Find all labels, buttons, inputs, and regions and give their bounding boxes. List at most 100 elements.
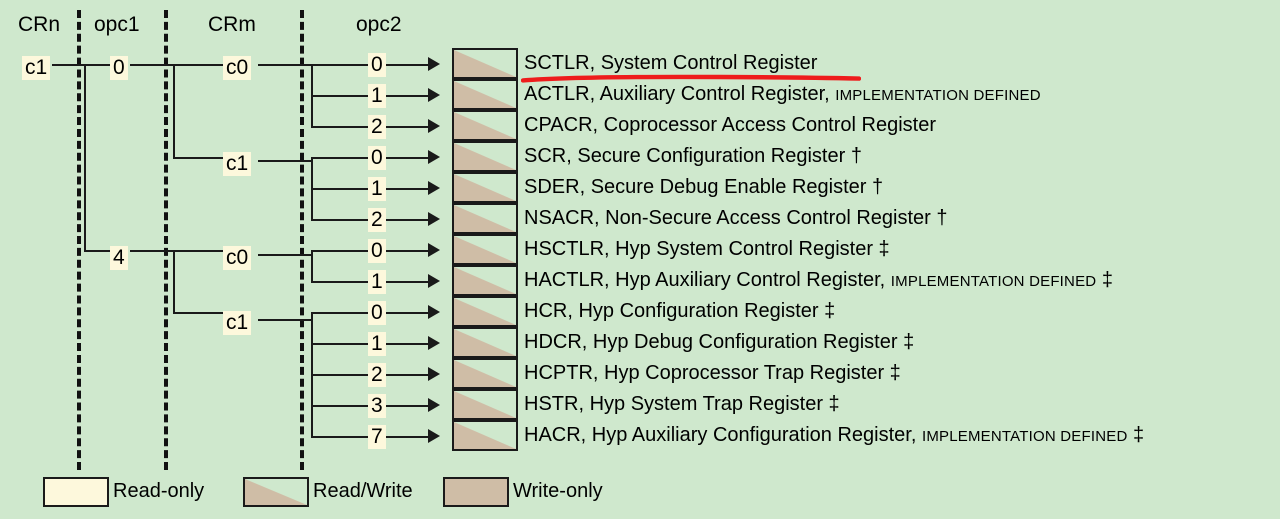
- opc2-value-10[interactable]: 2: [368, 362, 386, 387]
- crn-value[interactable]: c1: [22, 56, 51, 80]
- register-access-box-11[interactable]: [452, 389, 518, 420]
- register-name-1: ACTLR: [524, 82, 590, 105]
- column-header-crn: CRn: [18, 13, 61, 36]
- register-note-3: †: [850, 144, 862, 167]
- opc2-value-6[interactable]: 0: [368, 238, 386, 263]
- column-separator-3: [300, 10, 304, 470]
- arrow-head-3: [428, 149, 440, 164]
- register-label-4: SDER, Secure Debug Enable Register †: [524, 176, 883, 198]
- connector-opc2-tail-11: [385, 404, 428, 407]
- register-note-12: ‡: [1133, 423, 1145, 446]
- register-access-box-12[interactable]: [452, 420, 518, 451]
- register-label-7: HACTLR, Hyp Auxiliary Control Register, …: [524, 269, 1113, 293]
- opc2-value-12[interactable]: 7: [368, 424, 386, 449]
- red-highlight-underline: [521, 74, 861, 83]
- impdef-tag-12: IMPLEMENTATION DEFINED: [921, 427, 1128, 445]
- register-access-box-6[interactable]: [452, 234, 518, 265]
- connector-opc2-row-10: [311, 373, 368, 376]
- register-access-box-0[interactable]: [452, 48, 518, 79]
- legend-swatch-write-only: [443, 477, 509, 507]
- register-name-7: HACTLR: [524, 268, 605, 291]
- arrow-head-7: [428, 273, 440, 288]
- connector-crm-branch-1: [173, 249, 175, 312]
- register-label-6: HSCTLR, Hyp System Control Register ‡: [524, 238, 890, 260]
- opc1-value-1[interactable]: 4: [110, 246, 128, 270]
- connector-crm-2-right: [258, 254, 311, 256]
- legend-label-read-write: Read/Write: [313, 480, 413, 502]
- connector-opc2-row-5: [311, 218, 368, 221]
- column-separator-1: [77, 10, 81, 470]
- connector-opc2-tail-1: [385, 94, 428, 97]
- register-note-5: †: [936, 206, 948, 229]
- connector-opc2-row-8: [311, 311, 368, 314]
- register-access-box-3[interactable]: [452, 141, 518, 172]
- register-access-box-10[interactable]: [452, 358, 518, 389]
- connector-opc2-row-0: [311, 63, 368, 66]
- register-name-2: CPACR: [524, 113, 593, 136]
- register-name-8: HCR: [524, 299, 568, 322]
- opc2-value-8[interactable]: 0: [368, 300, 386, 325]
- connector-crm-3-right: [258, 319, 311, 321]
- register-access-box-2[interactable]: [452, 110, 518, 141]
- register-access-box-4[interactable]: [452, 172, 518, 203]
- opc2-value-9[interactable]: 1: [368, 331, 386, 356]
- register-access-box-7[interactable]: [452, 265, 518, 296]
- connector-opc2-tail-9: [385, 342, 428, 345]
- connector-opc2-tail-2: [385, 125, 428, 128]
- connector-opc2-branch-2: [311, 249, 313, 281]
- connector-opc2-row-3: [311, 156, 368, 159]
- crm-value-3[interactable]: c1: [223, 311, 252, 335]
- register-desc-1: , Auxiliary Control Register,: [589, 82, 836, 105]
- opc1-value-0[interactable]: 0: [110, 56, 128, 80]
- opc2-value-0[interactable]: 0: [368, 52, 386, 77]
- opc2-value-2[interactable]: 2: [368, 114, 386, 139]
- arrow-head-6: [428, 242, 440, 257]
- impdef-tag-1: IMPLEMENTATION DEFINED: [835, 86, 1041, 104]
- register-desc-8: , Hyp Configuration Register: [567, 299, 825, 322]
- register-desc-11: , Hyp System Trap Register: [578, 392, 829, 415]
- register-desc-0: , System Control Register: [589, 51, 818, 74]
- opc2-value-5[interactable]: 2: [368, 207, 386, 232]
- crm-value-0[interactable]: c0: [223, 56, 252, 80]
- connector-opc2-tail-6: [385, 249, 428, 252]
- register-name-11: HSTR: [524, 392, 579, 415]
- crm-value-1[interactable]: c1: [223, 152, 252, 176]
- arrow-head-11: [428, 397, 440, 412]
- column-header-opc1: opc1: [94, 13, 140, 36]
- register-desc-10: , Hyp Coprocessor Trap Register: [592, 361, 890, 384]
- connector-opc2-row-1: [311, 94, 368, 97]
- connector-crm-0-right: [258, 64, 311, 66]
- register-name-9: HDCR: [524, 330, 582, 353]
- arrow-head-4: [428, 180, 440, 195]
- column-header-crm: CRm: [208, 13, 256, 36]
- connector-crm-branch-1-bottom: [173, 311, 223, 314]
- connector-opc2-tail-8: [385, 311, 428, 314]
- register-name-6: HSCTLR: [524, 237, 605, 260]
- register-label-0: SCTLR, System Control Register: [524, 52, 817, 74]
- register-desc-6: , Hyp System Control Register: [604, 237, 879, 260]
- register-access-box-8[interactable]: [452, 296, 518, 327]
- connector-opc2-row-4: [311, 187, 368, 190]
- legend-swatch-read-write: [243, 477, 309, 507]
- crm-value-2[interactable]: c0: [223, 246, 252, 270]
- register-desc-4: , Secure Debug Enable Register: [579, 175, 872, 198]
- opc2-value-1[interactable]: 1: [368, 83, 386, 108]
- connector-opc2-tail-0: [385, 63, 428, 66]
- opc2-value-7[interactable]: 1: [368, 269, 386, 294]
- column-header-opc2: opc2: [356, 13, 402, 36]
- opc2-value-11[interactable]: 3: [368, 393, 386, 418]
- register-access-box-5[interactable]: [452, 203, 518, 234]
- register-access-box-9[interactable]: [452, 327, 518, 358]
- register-name-12: HACR: [524, 423, 581, 446]
- connector-opc2-row-12: [311, 435, 368, 438]
- register-note-9: ‡: [903, 330, 915, 353]
- register-note-11: ‡: [828, 392, 840, 415]
- opc2-value-4[interactable]: 1: [368, 176, 386, 201]
- register-access-box-1[interactable]: [452, 79, 518, 110]
- register-note-10: ‡: [889, 361, 901, 384]
- connector-opc2-tail-12: [385, 435, 428, 438]
- register-label-12: HACR, Hyp Auxiliary Configuration Regist…: [524, 424, 1144, 448]
- opc2-value-3[interactable]: 0: [368, 145, 386, 170]
- register-label-11: HSTR, Hyp System Trap Register ‡: [524, 393, 840, 415]
- register-desc-12: , Hyp Auxiliary Configuration Register,: [580, 423, 922, 446]
